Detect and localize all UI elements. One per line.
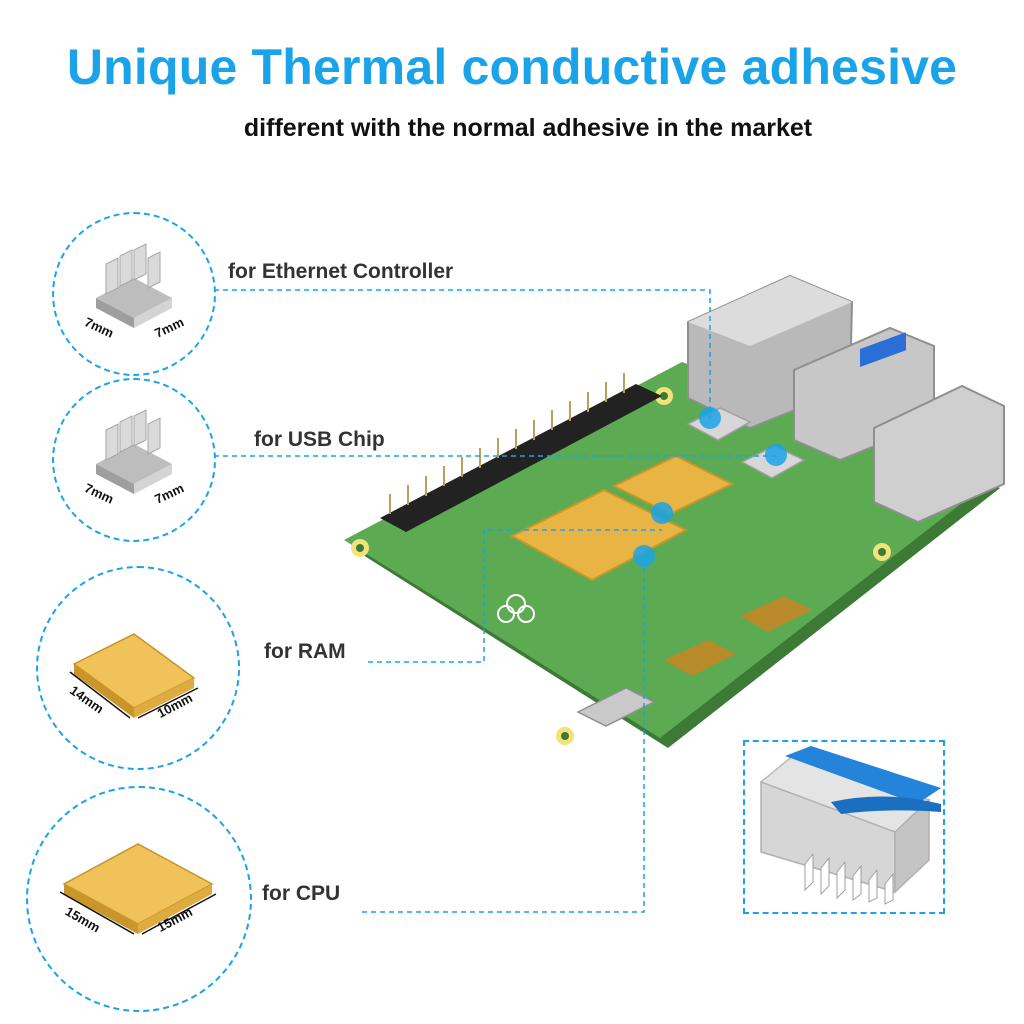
headline-subtitle: different with the normal adhesive in th…	[243, 114, 813, 142]
aluminum-heatsink-icon	[96, 243, 172, 328]
cpu-pad-circle: 15mm 15mm	[26, 786, 252, 1012]
ram-pad-circle: 14mm 10mm	[36, 566, 240, 770]
copper-pad-icon	[69, 633, 199, 719]
callout-ethernet-controller: for Ethernet Controller	[228, 260, 454, 283]
ethernet-heatsink-circle: 7mm 7mm	[52, 212, 216, 376]
adhesive-heatsink-inset	[743, 740, 945, 914]
aluminum-heatsink-icon	[96, 409, 172, 494]
usb-heatsink-circle: 7mm 7mm	[52, 378, 216, 542]
connector-lines	[214, 289, 776, 913]
callout-usb-chip: for USB Chip	[254, 428, 385, 451]
headline-title: Unique Thermal conductive adhesive	[66, 39, 958, 95]
raspberry-pi-board-illustration	[344, 274, 1005, 748]
copper-pad-icon	[59, 843, 217, 935]
callout-ram: for RAM	[264, 640, 346, 663]
adhesive-tape-heatsink-icon	[759, 746, 941, 905]
callout-cpu: for CPU	[262, 882, 341, 905]
